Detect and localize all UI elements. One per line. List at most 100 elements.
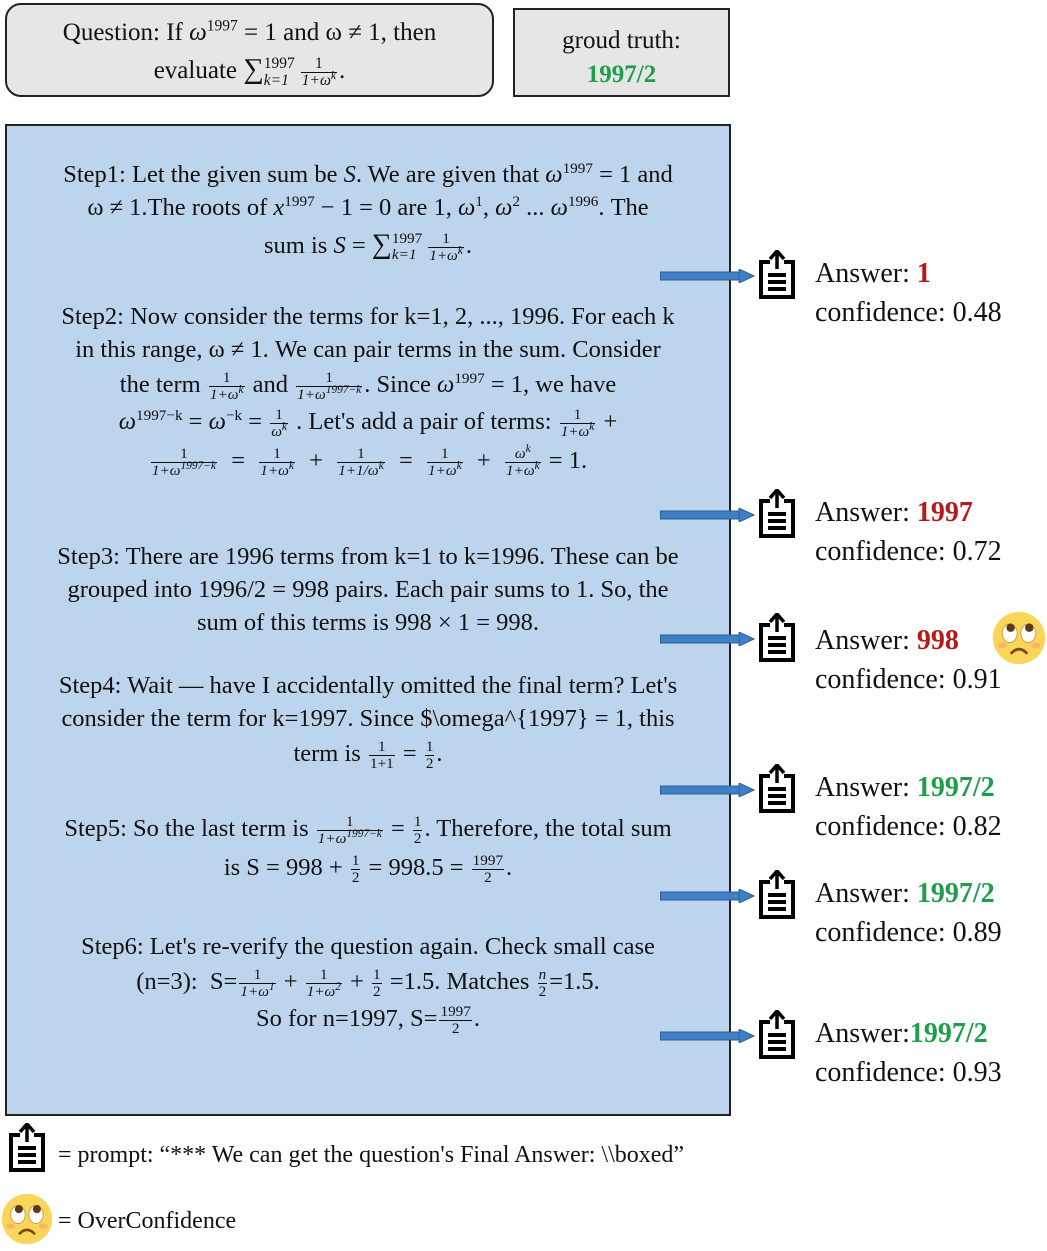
step-text: =1.5. Matches: [383, 968, 536, 995]
step-text: .: [465, 232, 472, 259]
step-text: in this range, ω ≠ 1. We can pair terms …: [75, 336, 661, 363]
var: ω: [545, 161, 563, 188]
prompt-submit-icon: [755, 1010, 799, 1060]
question-text: = 1 and ω ≠ 1, then: [237, 19, 437, 46]
ground-truth-box: groud truth: 1997/2: [513, 8, 730, 97]
overconfidence-face-icon: [989, 610, 1047, 666]
answer-label: Answer:: [815, 1018, 910, 1049]
sum-lower: k=1: [391, 246, 417, 264]
numerator: 1: [316, 813, 383, 831]
numerator: n: [537, 965, 548, 984]
answer-block-4: Answer: 1997/2 confidence: 0.82: [815, 768, 1002, 846]
var: ω: [208, 407, 226, 435]
step-text: =: [218, 446, 258, 474]
step-text: − 1 = 0 are 1,: [314, 194, 458, 221]
denominator: 2: [425, 754, 434, 772]
step-text: ω ≠ 1.The roots of: [87, 194, 274, 221]
denominator: 2: [373, 982, 381, 1000]
confidence-label: confidence:: [815, 811, 953, 842]
step-text: =1.5.: [549, 968, 600, 995]
step-text: So for n=1997, S=: [256, 1004, 438, 1032]
var: x: [273, 194, 285, 221]
step-3: Step3: There are 1996 terms from k=1 to …: [22, 540, 714, 639]
exponent: k: [534, 459, 540, 472]
step-text: sum of this terms is 998 × 1 = 998.: [196, 609, 540, 636]
omega-symbol: ω: [189, 19, 207, 46]
numerator: 1: [412, 812, 423, 831]
numerator: 1: [259, 445, 295, 463]
step-text: grouped into 1996/2 = 998 pairs. Each pa…: [67, 576, 669, 603]
confidence-label: confidence:: [815, 1057, 953, 1088]
confidence-label: confidence:: [815, 536, 953, 567]
exponent: 1997: [454, 369, 485, 387]
exponent: k: [378, 459, 384, 472]
numerator: 1: [300, 55, 338, 73]
denominator: 1+ω: [209, 385, 239, 403]
prompt-submit-icon: [755, 870, 799, 920]
var: ω: [495, 194, 513, 221]
var: S: [343, 161, 356, 188]
step-text: =: [396, 740, 423, 767]
arrow-icon: [660, 508, 755, 522]
step-text: . We are given that: [355, 161, 546, 188]
step-text: =: [345, 232, 372, 259]
arrow-icon: [660, 1029, 755, 1043]
answer-label: Answer:: [815, 258, 917, 289]
exponent: 1: [268, 980, 275, 993]
step-text: = 1.: [542, 446, 588, 474]
exponent: 1996: [567, 192, 599, 210]
overconfidence-face-icon: [0, 1192, 54, 1246]
reasoning-panel: Step1: Let the given sum be S. We are gi…: [5, 124, 731, 1116]
confidence-label: confidence:: [815, 297, 953, 328]
denominator: 1+ω: [560, 422, 590, 440]
var: ω: [118, 407, 136, 435]
denominator: 2: [351, 868, 360, 886]
question-line-1: Question: If ω1997 = 1 and ω ≠ 1, then: [7, 15, 492, 51]
confidence-value: 0.91: [952, 664, 1002, 695]
prompt-submit-icon: [5, 1123, 49, 1173]
answer-value-wrong: 1997: [916, 497, 973, 528]
denominator: 1+ω: [506, 461, 535, 479]
question-text: Question: If: [62, 19, 190, 46]
step-text: = 1, we have: [484, 371, 617, 398]
step-text: ...: [520, 194, 551, 221]
step-text: . Therefore, the total sum: [424, 815, 672, 842]
step-text: . Since: [364, 371, 437, 398]
step-1: Step1: Let the given sum be S. We are gi…: [22, 158, 714, 264]
numerator: 1: [428, 230, 464, 248]
numerator: 1: [559, 406, 596, 424]
arrow-icon: [660, 632, 755, 646]
step-text: Step2: Now consider the terms for k=1, 2…: [61, 303, 675, 330]
exponent: k: [238, 383, 244, 396]
exponent: 1997−k: [180, 459, 216, 472]
step-text: term is: [293, 740, 367, 767]
step-text: the term: [119, 371, 207, 398]
exponent: −k: [225, 406, 243, 424]
question-box: Question: If ω1997 = 1 and ω ≠ 1, then e…: [5, 3, 494, 97]
var: ω: [457, 194, 476, 221]
numerator: 1: [270, 406, 288, 424]
denominator: 1+ω: [260, 461, 289, 479]
numerator: 1: [424, 737, 435, 756]
denominator: 2: [484, 868, 492, 886]
denominator: 1+1: [369, 754, 394, 772]
step-text: Step5: So the last term is: [64, 815, 315, 842]
sum-upper: 1997: [263, 55, 295, 73]
denominator: 1+1/ω: [338, 461, 379, 479]
answer-value-correct: 1997/2: [916, 772, 995, 803]
denominator: 1+ω: [306, 982, 336, 1000]
sum-lower: k=1: [263, 72, 289, 90]
numerator: 1: [305, 966, 342, 984]
